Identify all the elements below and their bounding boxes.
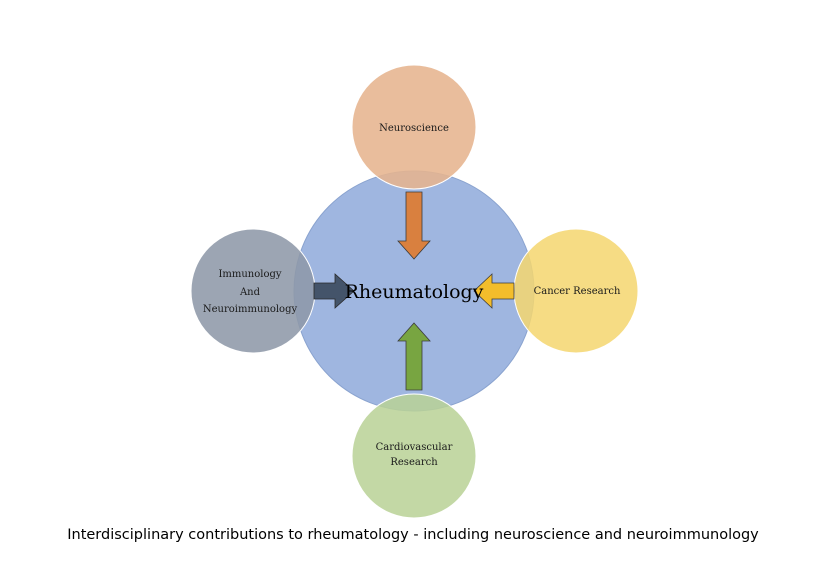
cardiovascular-research-circle: [351, 393, 477, 519]
cancer-research-label: Cancer Research: [534, 286, 621, 297]
cardiovascular-arrow: [397, 322, 431, 391]
figure-caption: Interdisciplinary contributions to rheum…: [67, 527, 759, 543]
cardiovascular-label-line-1: Cardiovascular: [376, 442, 453, 453]
immunology-arrow: [313, 273, 355, 309]
neuroscience-label: Neuroscience: [379, 123, 449, 134]
rheumatology-label: Rheumatology: [345, 281, 484, 303]
immunology-label-line-3: Neuroimmunology: [203, 304, 298, 315]
neuroscience-arrow: [397, 191, 431, 260]
neuroscience-circle: [351, 64, 477, 190]
rheumatology-diagram: Rheumatology Neuroscience Immunology And…: [190, 64, 639, 519]
cancer-research-arrow: [473, 273, 515, 309]
cardiovascular-label-line-2: Research: [390, 457, 438, 468]
immunology-label-line-2: And: [239, 287, 261, 298]
immunology-label-line-1: Immunology: [218, 269, 281, 280]
